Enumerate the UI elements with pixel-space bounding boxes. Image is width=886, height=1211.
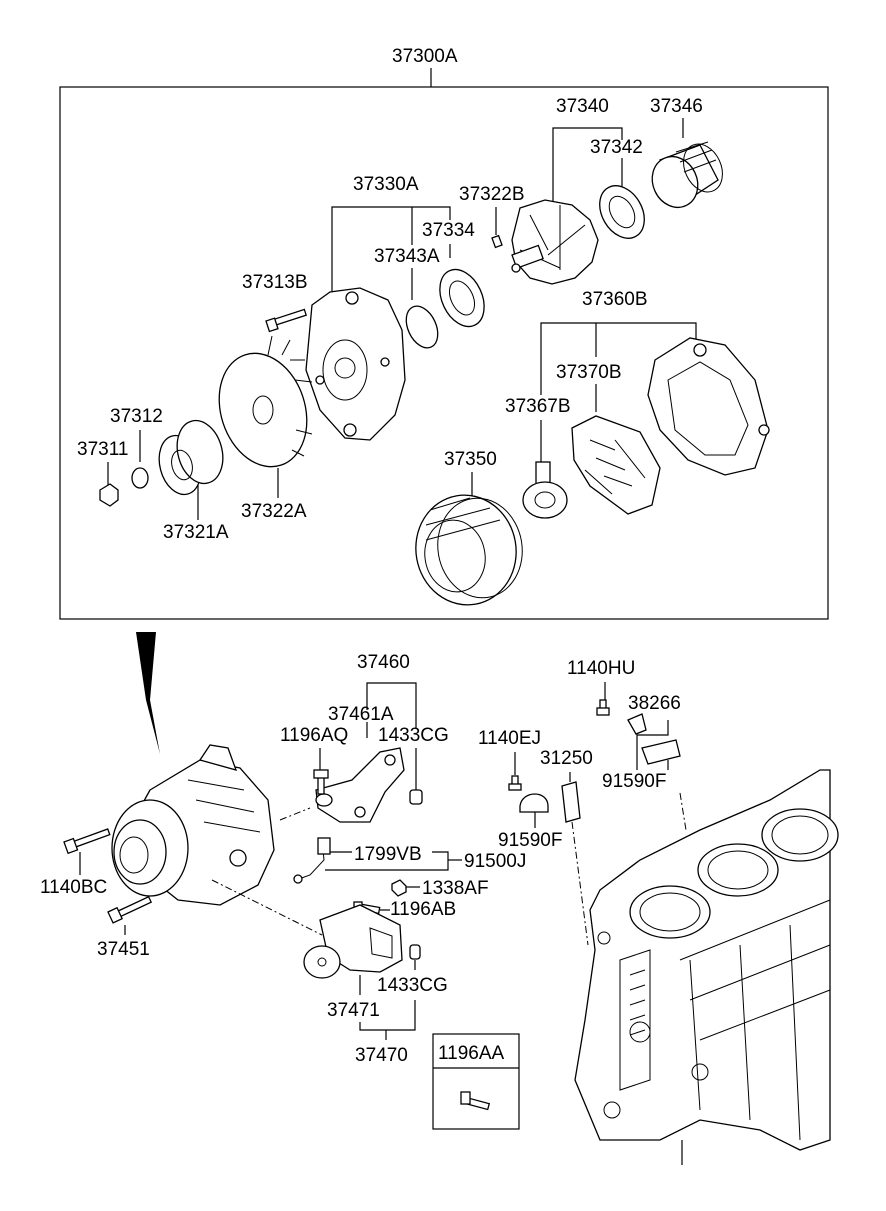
label-37470: 37470 bbox=[355, 1045, 408, 1066]
alternator-assembly-part bbox=[111, 744, 275, 906]
label-38266: 38266 bbox=[628, 693, 681, 714]
bearing-37342-part bbox=[599, 185, 645, 239]
label-1196AB: 1196AB bbox=[390, 899, 456, 920]
seal-part bbox=[405, 305, 439, 349]
label-1140HU: 1140HU bbox=[567, 658, 635, 679]
clip-38266-part bbox=[627, 713, 647, 735]
label-1196AA: 1196AA bbox=[438, 1043, 505, 1064]
nut-1338AF-part bbox=[391, 879, 407, 897]
bolt-37313B-part bbox=[265, 308, 308, 333]
label-37340: 37340 bbox=[556, 96, 609, 117]
label-91590F-top: 91590F bbox=[602, 771, 666, 792]
label-37460: 37460 bbox=[357, 652, 410, 673]
lower-bracket-37471-part bbox=[303, 904, 403, 979]
label-37312: 37312 bbox=[110, 406, 163, 427]
washer-part bbox=[131, 467, 149, 489]
fan-37322A-part bbox=[218, 335, 313, 468]
label-37342: 37342 bbox=[590, 137, 643, 158]
bolt-37451-part bbox=[107, 895, 153, 924]
label-37360B: 37360B bbox=[582, 289, 648, 310]
label-37471: 37471 bbox=[327, 1000, 380, 1021]
exploded-view-frame bbox=[59, 86, 829, 620]
label-1338AF: 1338AF bbox=[422, 878, 489, 899]
stator-part bbox=[415, 494, 523, 606]
label-91590F-mid: 91590F bbox=[498, 830, 562, 851]
direction-arrow bbox=[136, 632, 160, 754]
label-37451: 37451 bbox=[97, 939, 150, 960]
front-housing-part bbox=[305, 287, 406, 441]
label-31250: 31250 bbox=[540, 748, 593, 769]
bushing-1433CG-bot-part bbox=[409, 944, 421, 960]
label-1140BC: 1140BC bbox=[40, 877, 107, 898]
label-37322A: 37322A bbox=[241, 501, 307, 522]
bolt-1140HU-part bbox=[596, 699, 610, 716]
label-37311: 37311 bbox=[77, 439, 128, 460]
wire-harness-part bbox=[293, 837, 331, 884]
label-37367B: 37367B bbox=[505, 396, 571, 417]
label-37346: 37346 bbox=[650, 96, 703, 117]
label-37313B: 37313B bbox=[242, 272, 308, 293]
label-1433CG-bot: 1433CG bbox=[377, 975, 448, 996]
bracket-31250-part bbox=[561, 781, 581, 823]
label-37370B: 37370B bbox=[556, 362, 622, 383]
brush-holder-part bbox=[522, 461, 568, 519]
label-1196AQ: 1196AQ bbox=[280, 725, 348, 746]
label-37322B: 37322B bbox=[459, 184, 525, 205]
engine-block-part bbox=[574, 769, 839, 1165]
bushing-1433CG-top-part bbox=[409, 789, 423, 805]
pulley-37321A-part bbox=[158, 419, 224, 496]
bolt-1140BC-part bbox=[63, 828, 111, 855]
bearing-37334-part bbox=[439, 268, 485, 328]
pulley-37346-part bbox=[651, 141, 723, 208]
label-91500J: 91500J bbox=[464, 851, 526, 872]
rear-housing-part bbox=[647, 337, 770, 476]
label-1140EJ: 1140EJ bbox=[478, 728, 541, 749]
part-1196AA-box bbox=[432, 1033, 520, 1130]
mounting-bracket-37461A-part bbox=[315, 747, 405, 823]
label-37334: 37334 bbox=[422, 220, 475, 241]
bolt-1196AA-part bbox=[460, 1091, 491, 1111]
label-37300A: 37300A bbox=[392, 46, 458, 67]
label-37343A: 37343A bbox=[374, 246, 440, 267]
label-1433CG-top: 1433CG bbox=[378, 725, 449, 746]
rotor-part bbox=[511, 199, 599, 285]
nut-part bbox=[99, 483, 119, 507]
bolt-1196AQ-part bbox=[313, 769, 329, 795]
rectifier-part bbox=[571, 415, 661, 515]
label-37350: 37350 bbox=[444, 449, 497, 470]
label-37330A: 37330A bbox=[353, 174, 419, 195]
bolt-1140EJ-part bbox=[508, 775, 522, 791]
clamp-91590F-mid-part bbox=[519, 793, 549, 813]
label-1799VB: 1799VB bbox=[354, 844, 422, 865]
clamp-91590F-top-part bbox=[641, 739, 681, 765]
label-37461A: 37461A bbox=[328, 704, 394, 725]
label-37321A: 37321A bbox=[163, 522, 229, 543]
